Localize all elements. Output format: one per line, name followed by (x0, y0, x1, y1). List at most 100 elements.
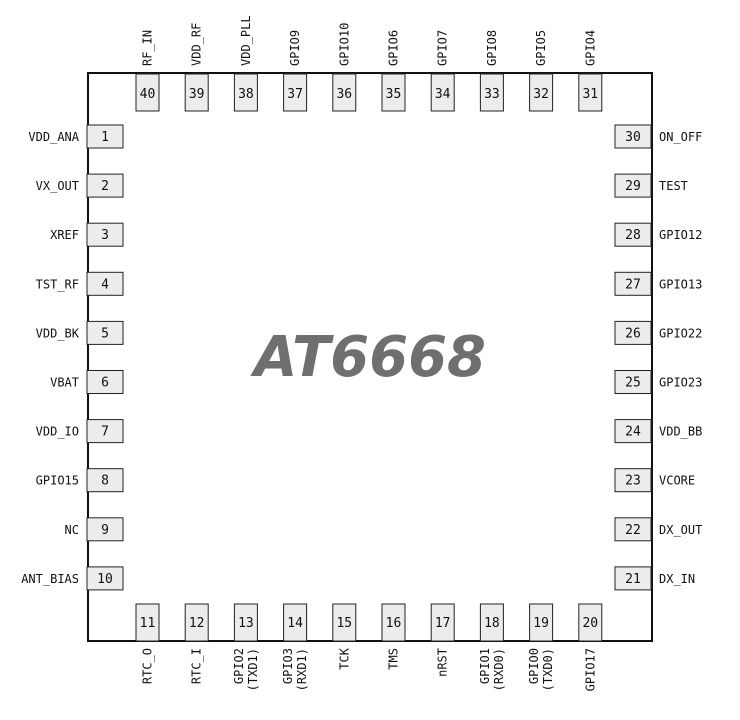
pin-number: 38 (238, 87, 254, 102)
pin-label: DX_OUT (659, 523, 702, 537)
pin-label: GPIO17 (583, 648, 597, 691)
pin-label: GPIO7 (436, 30, 450, 66)
pin-label: TEST (659, 179, 688, 193)
pin-box (614, 173, 652, 198)
pin-number: 27 (625, 277, 641, 292)
pin-number: 33 (484, 87, 500, 102)
pin-number: 7 (101, 425, 109, 440)
pin-box (283, 73, 308, 112)
pin-sublabel: (TXD0) (541, 648, 555, 691)
pin-box (86, 320, 124, 345)
pin-label: VDD_BK (36, 326, 80, 340)
pin-label: TMS (387, 648, 401, 670)
pin-box (614, 468, 652, 493)
pin-box (479, 73, 504, 112)
pin-box (86, 222, 124, 247)
pin-number: 36 (336, 87, 352, 102)
pin-number: 6 (101, 376, 109, 391)
pin-number: 5 (101, 326, 109, 341)
pin-number: 23 (625, 474, 641, 489)
pin-number: 4 (101, 277, 109, 292)
pin-box (86, 124, 124, 149)
pin-38: 38 VDD_PLL (233, 15, 258, 112)
pin-number: 37 (287, 87, 303, 102)
pin-box (529, 73, 554, 112)
pin-label: VDD_ANA (28, 130, 79, 144)
pin-number: 31 (582, 87, 598, 102)
pin-number: 18 (484, 616, 500, 631)
pin-label: VDD_RF (190, 23, 204, 66)
pin-number: 13 (238, 616, 254, 631)
pin-23: 23 VCORE (614, 468, 695, 493)
chip-title: AT6668 (250, 325, 486, 390)
pin-box (86, 271, 124, 296)
pin-label: VDD_PLL (239, 15, 253, 66)
pin-sublabel: (RXD1) (295, 648, 309, 691)
pin-label: ANT_BIAS (21, 572, 79, 586)
pin-label: GPIO1 (478, 648, 492, 684)
pin-box (184, 73, 209, 112)
pin-box (430, 73, 455, 112)
pin-label: GPIO12 (659, 228, 702, 242)
pin-label: VX_OUT (36, 179, 79, 193)
pin-label: GPIO3 (281, 648, 295, 684)
pin-number: 20 (582, 616, 598, 631)
pin-number: 2 (101, 179, 109, 194)
pin-box (86, 517, 124, 542)
pin-number: 40 (140, 87, 156, 102)
pin-label: GPIO22 (659, 326, 702, 340)
pin-label: GPIO6 (387, 30, 401, 66)
pin-number: 22 (625, 523, 641, 538)
pin-label: GPIO0 (527, 648, 541, 684)
pin-35: 35 GPIO6 (381, 30, 406, 112)
pin-box (86, 566, 124, 591)
pin-box (614, 124, 652, 149)
pin-number: 11 (140, 616, 156, 631)
pin-label: VCORE (659, 474, 695, 488)
pins-layer: 1VDD_ANA2VX_OUT3XREF4TST_RF5VDD_BK6VBAT7… (21, 15, 702, 691)
pin-box (479, 603, 504, 642)
pin-box (381, 603, 406, 642)
pin-label: TST_RF (36, 277, 79, 291)
pin-number: 29 (625, 179, 641, 194)
pin-box (283, 603, 308, 642)
pin-number: 25 (625, 376, 641, 391)
pin-label: GPIO5 (534, 30, 548, 66)
pin-4: 4 TST_RF (36, 271, 124, 296)
pin-box (614, 419, 652, 444)
pin-box (614, 566, 652, 591)
pin-29: 29 TEST (614, 173, 688, 198)
pin-number: 10 (97, 572, 113, 587)
pin-label: TCK (337, 647, 351, 669)
pin-number: 9 (101, 523, 109, 538)
pin-2: 2 VX_OUT (36, 173, 124, 198)
pin-box (332, 73, 357, 112)
pin-37: 37 GPIO9 (283, 30, 308, 112)
pin-number: 19 (533, 616, 549, 631)
pin-label: GPIO9 (288, 30, 302, 66)
pin-label: RTC_O (141, 648, 155, 684)
pin-box (578, 603, 603, 642)
pin-box (184, 603, 209, 642)
pin-box (381, 73, 406, 112)
pin-box (614, 271, 652, 296)
pin-box (614, 320, 652, 345)
pin-number: 35 (386, 87, 402, 102)
pin-number: 12 (189, 616, 205, 631)
